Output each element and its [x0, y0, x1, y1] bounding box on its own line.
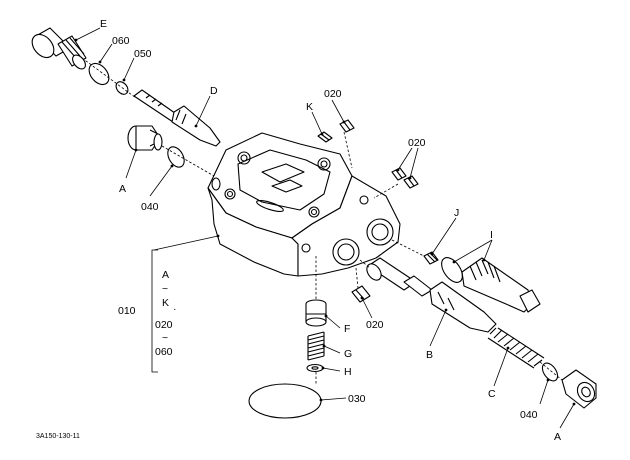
part-020-plug-lower: [351, 285, 371, 303]
range-list: A ~ K · 020 ~ 060: [155, 269, 177, 358]
part-020-plug-top: [339, 119, 355, 133]
range-end: K: [162, 297, 169, 309]
range-tilde-2: ~: [162, 332, 168, 344]
label-010: 010: [118, 305, 136, 317]
label-050: 050: [134, 48, 152, 60]
part-i-cartridge: [461, 257, 541, 313]
part-k-screw: [317, 131, 333, 143]
label-e: E: [100, 18, 107, 30]
figure-code: 3A150-130-11: [36, 433, 80, 440]
part-060-oring: [88, 62, 110, 86]
part-g-spring: [307, 331, 325, 361]
label-020-b: 020: [408, 137, 426, 149]
label-k: K: [306, 101, 313, 113]
part-b-spool: [366, 257, 497, 333]
label-i: I: [490, 229, 493, 241]
label-f: F: [344, 323, 350, 335]
range-sep: ·: [173, 303, 177, 315]
part-050-oring: [115, 81, 129, 95]
label-c: C: [488, 388, 496, 400]
label-040-left: 040: [141, 201, 159, 213]
callout-labels: E 060 050 D K 020 020 A 040 J I 020 F G …: [100, 18, 561, 443]
part-c-spring: [487, 327, 545, 369]
center-lines: [81, 57, 563, 384]
part-j-screw: [423, 251, 439, 265]
part-040-oring-left: [167, 146, 185, 168]
range-start-2: 020: [155, 319, 173, 331]
label-h: H: [344, 366, 352, 378]
range-start: A: [162, 269, 169, 281]
part-030-oring: [248, 383, 322, 419]
part-040-oring-right: [541, 362, 559, 382]
label-b: B: [426, 349, 433, 361]
label-020-c: 020: [366, 319, 384, 331]
valve-body: [207, 132, 401, 277]
label-a-left: A: [119, 183, 126, 195]
label-g: G: [344, 348, 352, 360]
label-d: D: [210, 85, 218, 97]
part-i-oring: [441, 257, 463, 283]
range-bracket: [151, 249, 158, 373]
part-a-plug-right: [561, 369, 597, 409]
part-h-washer: [306, 363, 324, 373]
part-e-plug: [31, 27, 87, 70]
label-a-right: A: [554, 431, 561, 443]
part-f-poppet: [305, 299, 327, 327]
leader-lines: [74, 27, 576, 429]
range-tilde-1: ~: [162, 283, 168, 295]
label-j: J: [454, 207, 459, 219]
part-a-plug-left: [127, 125, 163, 151]
label-040-right: 040: [520, 409, 538, 421]
label-020-a: 020: [324, 88, 342, 100]
label-030: 030: [348, 393, 366, 405]
label-060-top: 060: [112, 35, 130, 47]
range-end-2: 060: [155, 346, 173, 358]
